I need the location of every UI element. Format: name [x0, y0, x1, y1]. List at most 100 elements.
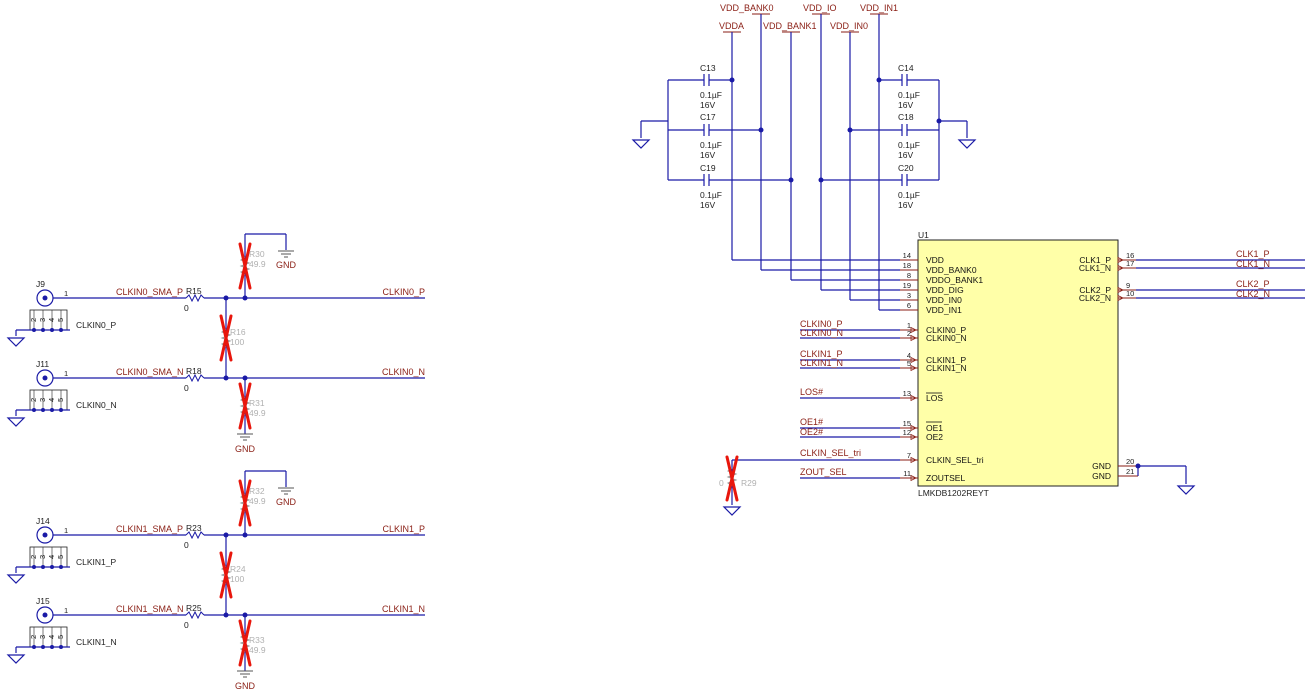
- cap-ref: C20: [898, 163, 914, 173]
- cap-value: 0.1µF: [700, 190, 722, 200]
- r29-value: 0: [719, 478, 724, 488]
- ic-pin-name: CLK2_N: [1079, 293, 1111, 303]
- dnp-resistor-value: 49.9: [249, 259, 266, 269]
- connector-label: CLKIN0_N: [76, 400, 117, 410]
- output-net-label: CLKIN1_P: [382, 524, 425, 534]
- connector-pin-number: 3: [38, 318, 47, 322]
- ic-pin-number: 10: [1126, 289, 1134, 298]
- dnp-resistor-ref: R31: [249, 398, 265, 408]
- ground-symbol: [6, 574, 26, 584]
- sma-net-label: CLKIN1_SMA_N: [116, 604, 184, 614]
- rail-vdda-label: VDDA: [719, 21, 744, 31]
- connector-pin-number: 3: [38, 398, 47, 402]
- ic-pin-number: 1: [907, 321, 911, 330]
- ic-pin-number: 7: [907, 451, 911, 460]
- connector-pin-number: 4: [47, 635, 56, 639]
- ic-pin-name: ZOUTSEL: [926, 473, 965, 483]
- ic-pin-name: VDD: [926, 255, 944, 265]
- cap-voltage: 16V: [700, 200, 715, 210]
- cap-voltage: 16V: [898, 150, 913, 160]
- cap-ref: C17: [700, 112, 716, 122]
- connector-ref: J11: [36, 359, 49, 369]
- net-clkin1-n: CLKIN1_N: [800, 358, 843, 368]
- ic-pin-number: 15: [903, 419, 911, 428]
- ic-pin-name: VDD_DIG: [926, 285, 964, 295]
- connector-pin-number: 3: [38, 635, 47, 639]
- series-resistor-value: 0: [184, 620, 189, 630]
- gnd-label: GND: [235, 681, 256, 691]
- net-clk1-n: CLK1_N: [1236, 259, 1270, 269]
- rail-vdd-bank0-label: VDD_BANK0: [720, 3, 774, 13]
- ic-pin-name: CLKIN1_P: [926, 355, 966, 365]
- net-clk1-p: CLK1_P: [1236, 249, 1270, 259]
- decoupling-caps-left: C13 0.1µF 16V C17 0.1µF 16V C19 0.1µF 16…: [631, 63, 794, 210]
- ic-pin-name: OE2: [926, 432, 943, 442]
- connector-ref: J14: [36, 516, 50, 526]
- ground-symbol: [6, 654, 26, 664]
- net-los: LOS#: [800, 387, 823, 397]
- ic-pin-name: GND: [1092, 461, 1111, 471]
- ic-ref: U1: [918, 230, 929, 240]
- series-resistor-ref: R23: [186, 523, 202, 533]
- connector-pin-number: 5: [56, 555, 65, 559]
- ground-symbol: [631, 139, 651, 149]
- dnp-resistor-ref: R24: [230, 564, 246, 574]
- ic-pin-name: CLKIN1_N: [926, 363, 967, 373]
- ic-pin-name: CLKIN0_N: [926, 333, 967, 343]
- dnp-resistor-ref: R32: [249, 486, 265, 496]
- ic-pin-number: 21: [1126, 467, 1134, 476]
- cap-voltage: 16V: [700, 150, 715, 160]
- ic-input-nets: CLKIN0_P CLKIN0_N CLKIN1_P CLKIN1_N LOS#…: [719, 319, 900, 516]
- ic-pin-number: 3: [907, 291, 911, 300]
- ic-pin-number: 4: [907, 351, 911, 360]
- ic-pin-name: LOS: [926, 393, 943, 403]
- connector-label: CLKIN1_P: [76, 557, 116, 567]
- ic-pin-name: VDD_BANK0: [926, 265, 977, 275]
- net-clkin1-p: CLKIN1_P: [800, 349, 843, 359]
- ground-symbol: [6, 337, 26, 347]
- dnp-resistor-ref: R30: [249, 249, 265, 259]
- ground-symbol: [722, 506, 742, 516]
- cap-ref: C14: [898, 63, 914, 73]
- connector-pin-number: 5: [56, 318, 65, 322]
- cap-voltage: 16V: [700, 100, 715, 110]
- ic-pin-number: 11: [903, 469, 911, 478]
- ic-pin-number: 5: [907, 359, 911, 368]
- ic-pin-number: 9: [1126, 281, 1130, 290]
- rail-vdd-in0-label: VDD_IN0: [830, 21, 868, 31]
- series-resistor-value: 0: [184, 303, 189, 313]
- ic-part-number: LMKDB1202REYT: [918, 488, 989, 498]
- connector-ref: J15: [36, 596, 50, 606]
- ic-pin-name: CLK2_P: [1079, 285, 1111, 295]
- power-rails: VDD_BANK0 VDD_IO VDD_IN1 VDDA VDD_BANK1 …: [719, 3, 900, 311]
- output-net-label: CLKIN0_P: [382, 287, 425, 297]
- ic-pin-name: CLKIN_SEL_tri: [926, 455, 984, 465]
- connector-pin-number: 2: [29, 555, 38, 559]
- cap-ref: C13: [700, 63, 716, 73]
- sma-net-label: CLKIN0_SMA_N: [116, 367, 184, 377]
- connector-pin-number: 1: [64, 289, 68, 298]
- decoupling-caps-right: C14 0.1µF 16V C18 0.1µF 16V C20 0.1µF 16…: [818, 63, 977, 210]
- cap-ref: C18: [898, 112, 914, 122]
- cap-value: 0.1µF: [700, 90, 722, 100]
- dnp-resistor-value: 100: [230, 337, 244, 347]
- dnp-resistor-value: 49.9: [249, 645, 266, 655]
- rail-vdd-io-label: VDD_IO: [803, 3, 837, 13]
- gnd-label: GND: [276, 497, 297, 507]
- net-clkin0-n: CLKIN0_N: [800, 328, 843, 338]
- ic-pin-name: CLK1_P: [1079, 255, 1111, 265]
- gnd-label: GND: [235, 444, 256, 454]
- ground-symbol: [1176, 485, 1196, 495]
- sma-net-label: CLKIN1_SMA_P: [116, 524, 183, 534]
- ic-pin-name: VDD_IN0: [926, 295, 962, 305]
- output-net-label: CLKIN1_N: [382, 604, 425, 614]
- connector-pin-number: 4: [47, 318, 56, 322]
- net-oe2: OE2#: [800, 427, 823, 437]
- connector-pin-number: 4: [47, 555, 56, 559]
- ic-pin-name: VDD_IN1: [926, 305, 962, 315]
